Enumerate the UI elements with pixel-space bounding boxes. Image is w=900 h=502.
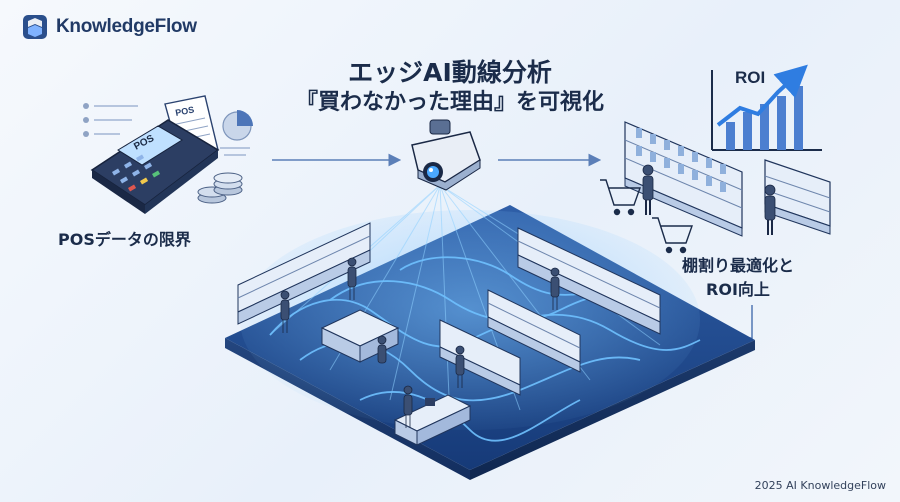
shopper-icon	[377, 335, 387, 364]
coin-stack-icon	[197, 172, 243, 204]
shelf-unit	[237, 222, 371, 325]
shopper-icon	[347, 257, 357, 300]
checkout-counter	[393, 394, 472, 446]
shelf-unit	[764, 159, 831, 235]
store-shoppers	[280, 257, 560, 428]
store-floor	[225, 205, 755, 480]
shopper-icon	[403, 385, 413, 428]
pos-data-list	[83, 103, 138, 137]
shopper-icon	[550, 267, 560, 310]
roi-chart-icon	[711, 64, 822, 151]
security-camera-icon	[411, 119, 481, 191]
pos-terminal-icon: POS POS	[90, 95, 220, 214]
shelf-unit	[624, 121, 743, 237]
shopper-icon	[764, 184, 776, 235]
pie-chart-icon	[220, 110, 253, 156]
roi-chart-label: ROI	[735, 68, 766, 87]
brand-name: KnowledgeFlow	[56, 16, 197, 37]
shopper-icon	[455, 345, 465, 388]
shelf-label-line-2: ROI向上	[706, 280, 770, 299]
page-title: エッジAI動線分析 『買わなかった理由』を可視化	[240, 58, 660, 118]
pos-limit-label: POSデータの限界	[58, 230, 191, 249]
knowledgeflow-logo-icon	[23, 15, 47, 39]
shopping-cart-icon	[652, 217, 693, 254]
store-shelves	[237, 222, 661, 446]
receipt-text: POS	[174, 105, 195, 118]
footer-credit: 2025 AI KnowledgeFlow	[754, 479, 886, 492]
shelf-label-line-1: 棚割り最適化と	[681, 256, 794, 275]
shopper-icon	[642, 164, 654, 215]
shelf-optimization-label: 棚割り最適化と ROI向上	[658, 254, 818, 302]
shopping-cart-icon	[600, 179, 641, 216]
title-line-2: 『買わなかった理由』を可視化	[295, 90, 604, 115]
shelf-scene	[600, 121, 831, 254]
title-line-1: エッジAI動線分析	[348, 58, 552, 87]
shopper-icon	[280, 290, 290, 333]
brand-logo: KnowledgeFlow	[22, 14, 197, 40]
shelf-unit	[487, 289, 581, 373]
